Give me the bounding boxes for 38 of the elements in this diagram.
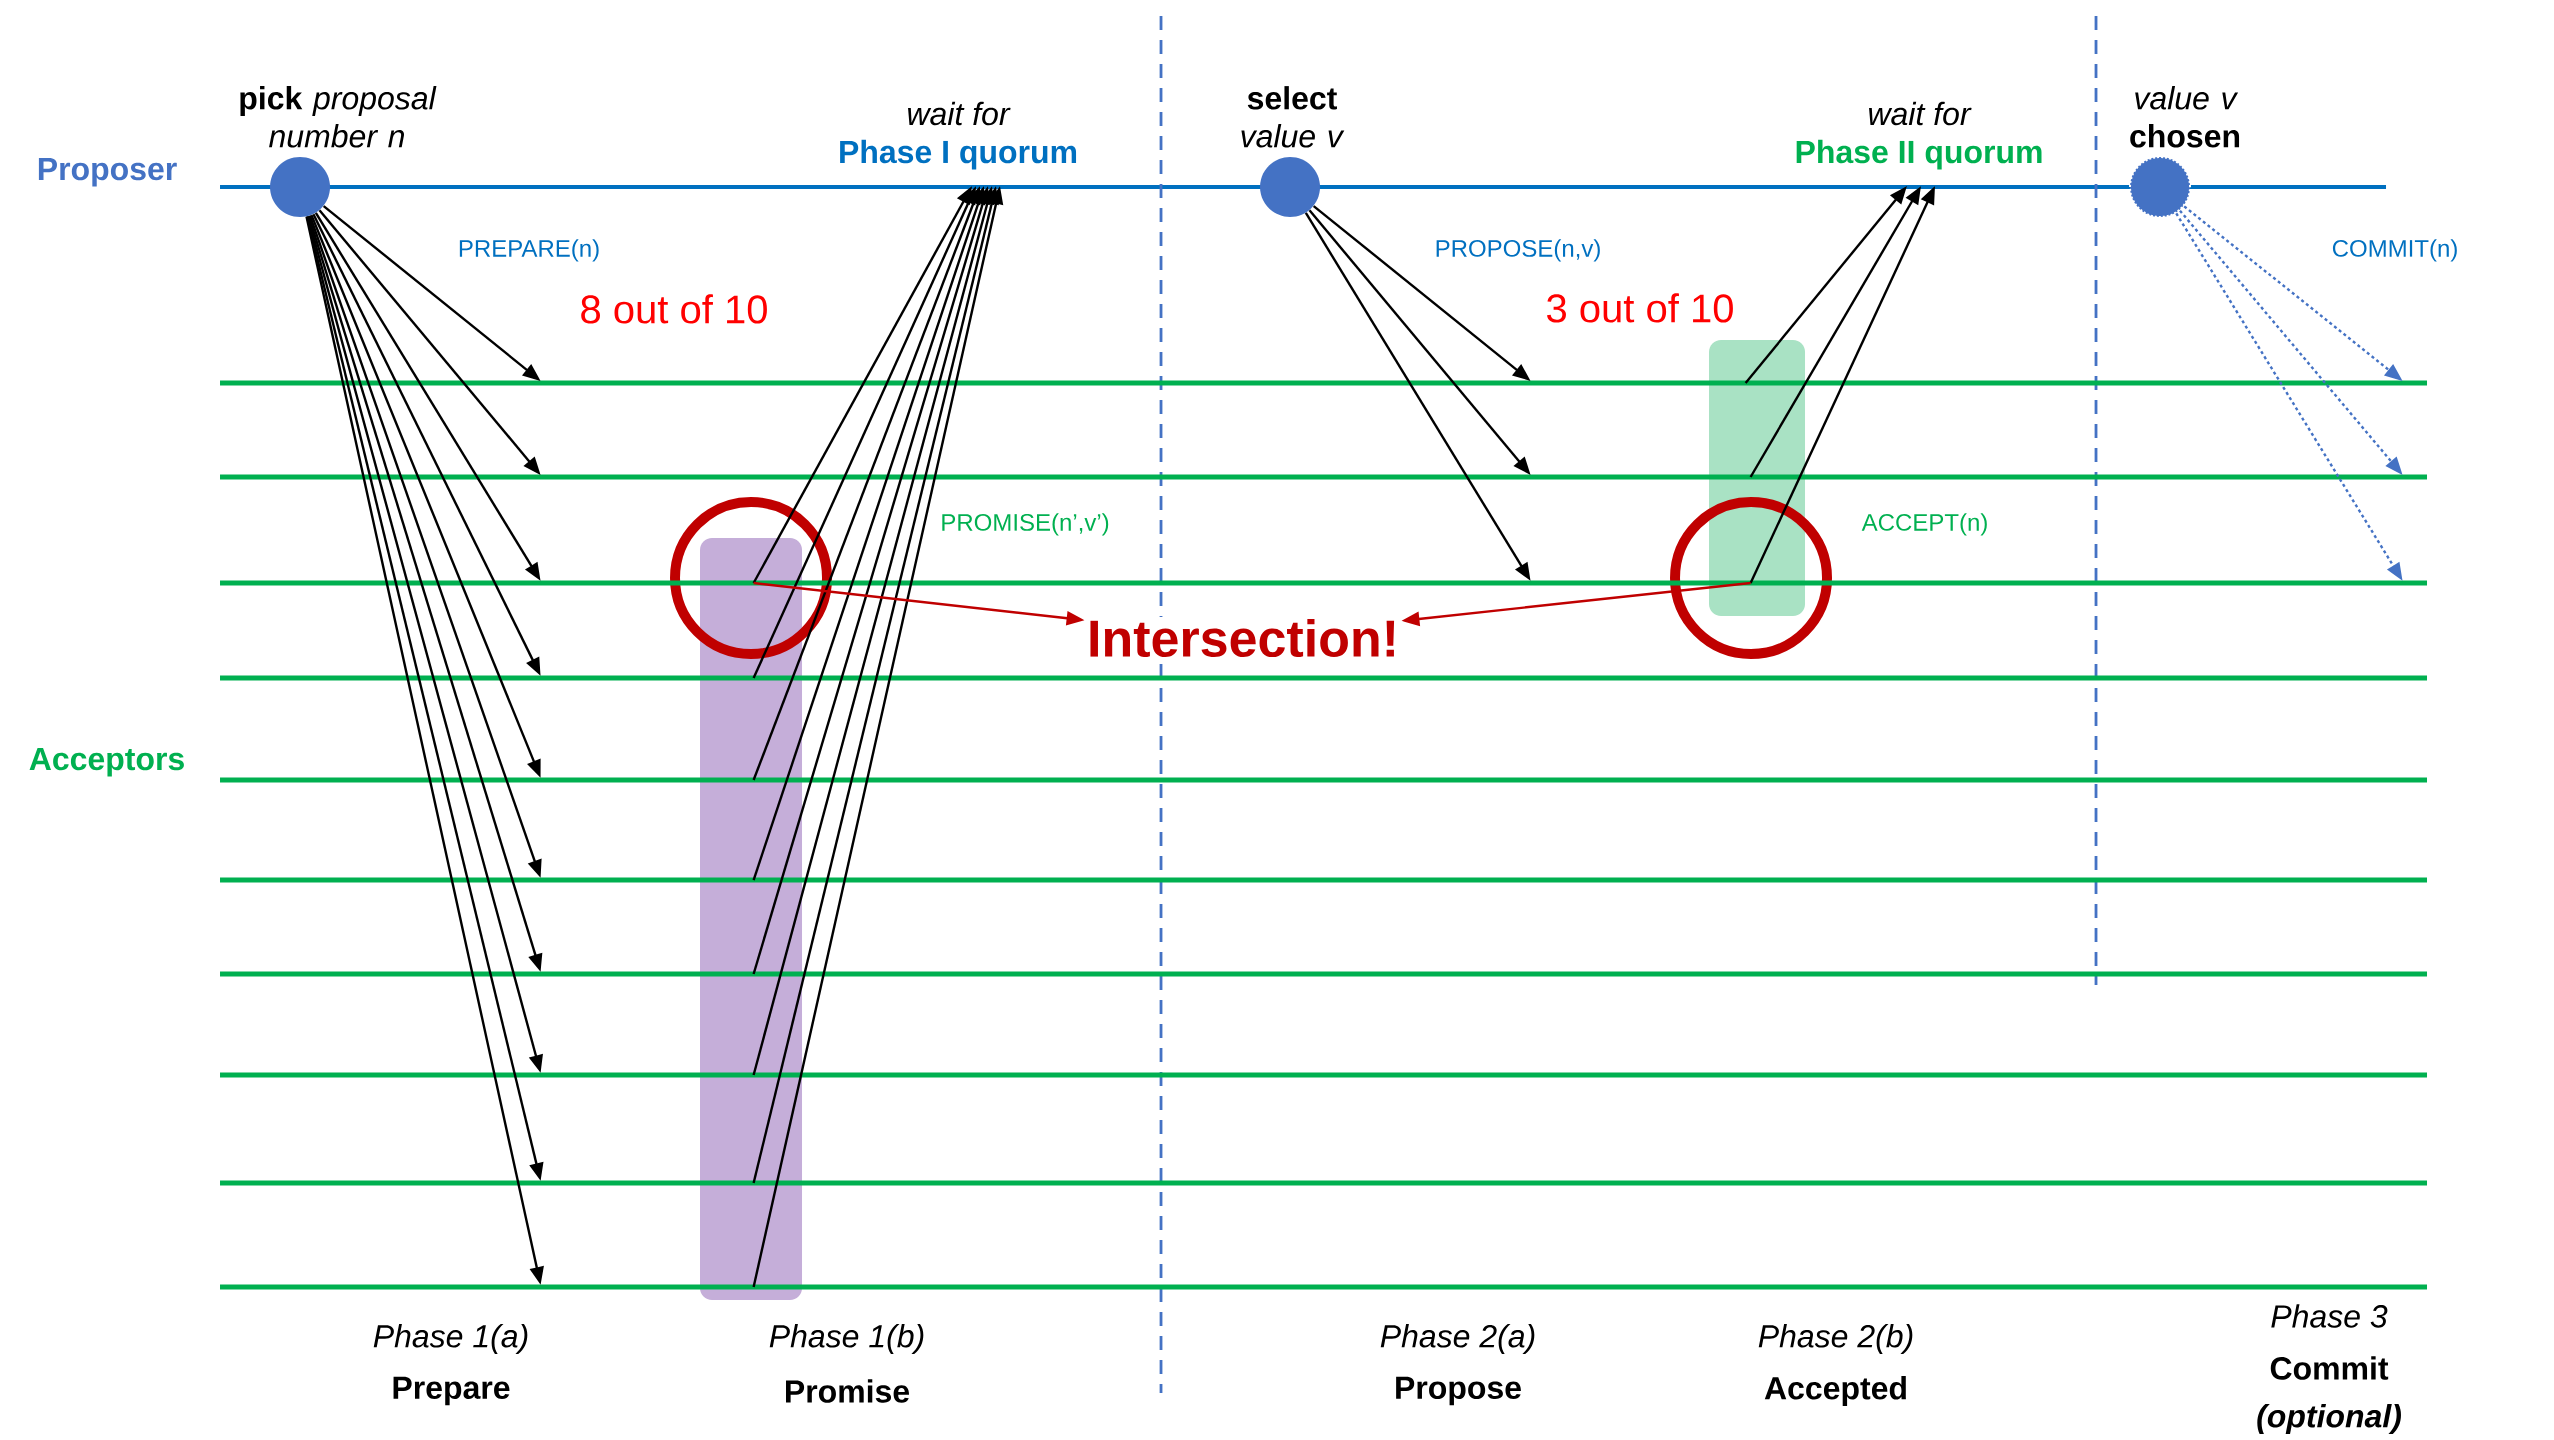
message-label: ACCEPT(n): [1861, 513, 1987, 536]
phase-name: Promise: [786, 1379, 910, 1403]
acceptor-timeline: [220, 580, 2427, 586]
acceptor-timeline: [220, 777, 2427, 783]
phase-name: Commit: [2270, 1356, 2389, 1380]
acceptor-timeline: [220, 971, 2427, 977]
quorum-caption: wait for Phase I quorum: [840, 101, 1077, 170]
phase-name: Accepted: [1764, 1376, 1906, 1406]
event-dot: [1260, 157, 1320, 217]
quorum-caption: wait for Phase II quorum: [1796, 101, 2042, 170]
phase-name: Propose: [1396, 1376, 1521, 1406]
event-dot: [2129, 156, 2191, 218]
acceptor-timeline: [220, 1180, 2427, 1186]
event-caption: select value v: [1241, 86, 1345, 148]
message-label: COMMIT(n): [2332, 239, 2457, 262]
lifeline-label: Acceptors: [29, 747, 184, 777]
quorum-count: 8 out of 10: [581, 294, 767, 324]
acceptor-timeline: [220, 474, 2427, 480]
quorum-count: 3 out of 10: [1547, 293, 1733, 323]
event-caption: pick proposal number n: [240, 86, 437, 148]
event-caption: value v chosen: [2130, 86, 2240, 148]
phase-label: Phase 2(a): [1380, 1324, 1535, 1354]
phase-label: Phase 1(a): [373, 1324, 528, 1354]
acceptor-timeline: [220, 1072, 2427, 1078]
acceptor-timeline: [220, 1284, 2427, 1290]
message-label: PROMISE(n’,v’): [942, 513, 1109, 536]
acceptor-timeline: [220, 380, 2427, 386]
phase-label: Phase 2(b): [1758, 1324, 1913, 1354]
phase-note: (optional): [2257, 1404, 2401, 1434]
message-label: PREPARE(n): [459, 239, 599, 262]
message-label: PROPOSE(n,v): [1436, 239, 1600, 262]
acceptor-timeline: [220, 877, 2427, 883]
phase-label: Phase 1(b): [769, 1324, 924, 1354]
phase-name: Prepare: [393, 1376, 510, 1406]
intersection-label: Intersection!: [1085, 616, 1402, 660]
acceptor-timeline: [220, 675, 2427, 681]
lifeline-label: Proposer: [38, 157, 177, 187]
event-dot: [270, 157, 330, 217]
